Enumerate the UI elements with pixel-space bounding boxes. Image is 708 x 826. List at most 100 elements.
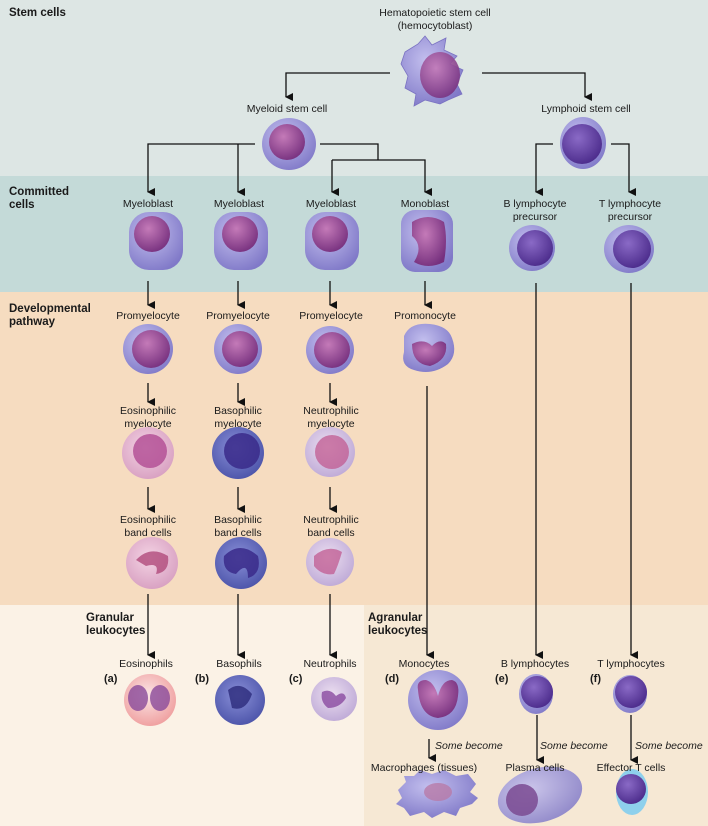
section-label-agranular-line2: leukocytes bbox=[368, 625, 428, 637]
connector-myeloid-right bbox=[320, 143, 379, 160]
label-baso-myelocyte-line1: Basophilic bbox=[214, 405, 262, 417]
neutrophil-cell bbox=[311, 677, 357, 721]
basophilic-band-cell bbox=[215, 537, 267, 589]
myeloblast-cell-3 bbox=[305, 212, 359, 270]
label-t-precursor-line1: T lymphocyte bbox=[598, 198, 662, 210]
myeloid-stem-cell bbox=[262, 118, 316, 170]
effector-t-cell bbox=[616, 769, 648, 815]
label-baso-band-line2: band cells bbox=[214, 526, 262, 539]
b-lymphocyte-cell bbox=[519, 674, 553, 714]
label-myeloid-stem-cell: Myeloid stem cell bbox=[246, 103, 328, 115]
section-label-developmental-line1: Developmental bbox=[9, 303, 91, 315]
label-promyelocyte-3: Promyelocyte bbox=[299, 310, 363, 322]
label-some-become-b: Some become bbox=[540, 740, 608, 752]
label-neut-myelocyte-line2: myelocyte bbox=[307, 417, 355, 430]
promonocyte-cell bbox=[403, 323, 455, 372]
promyelocyte-cell-2 bbox=[214, 324, 262, 374]
neutrophilic-band-cell bbox=[306, 538, 354, 586]
granular-leukocytes-band bbox=[0, 605, 364, 826]
eosinophilic-band-cell bbox=[126, 537, 178, 589]
label-neut-band-line1: Neutrophilic bbox=[303, 514, 359, 526]
label-eos-band-line1: Eosinophilic bbox=[119, 514, 177, 526]
section-label-developmental-line2: pathway bbox=[9, 316, 56, 328]
label-effector-t-cells: Effector T cells bbox=[596, 762, 666, 774]
eosinophil-cell bbox=[124, 674, 176, 726]
letter-d: (d) bbox=[385, 673, 400, 685]
label-t-lymphocytes: T lymphocytes bbox=[597, 658, 665, 670]
eosinophilic-myelocyte-cell bbox=[122, 427, 174, 479]
label-promyelocyte-1: Promyelocyte bbox=[116, 310, 180, 322]
connector-myeloid-monoblast bbox=[332, 159, 432, 196]
label-neut-band-line2: band cells bbox=[307, 526, 355, 539]
connector-myeloid-myeloblast-1 bbox=[147, 143, 255, 196]
connector-lymphoid-t bbox=[611, 143, 636, 196]
t-lymphocyte-precursor-cell bbox=[604, 225, 654, 273]
label-t-precursor-line2: precursor bbox=[607, 210, 653, 223]
connector-hsc-myeloid bbox=[285, 72, 390, 101]
monoblast-cell bbox=[401, 210, 453, 272]
label-macrophages: Macrophages (tissues) bbox=[370, 762, 478, 774]
label-some-become-monocyte: Some become bbox=[435, 740, 503, 752]
label-baso-band-line1: Basophilic bbox=[214, 514, 262, 526]
monocyte-cell bbox=[408, 670, 468, 730]
hsc-cell bbox=[400, 35, 464, 107]
promyelocyte-cell-3 bbox=[306, 326, 354, 374]
label-baso-myelocyte-line2: myelocyte bbox=[214, 417, 262, 430]
label-basophils: Basophils bbox=[216, 658, 262, 670]
label-lymphoid-stem-cell: Lymphoid stem cell bbox=[541, 103, 631, 115]
basophilic-myelocyte-cell bbox=[212, 427, 264, 479]
label-monocytes: Monocytes bbox=[398, 658, 450, 670]
section-label-agranular-line1: Agranular bbox=[368, 612, 423, 624]
letter-f: (f) bbox=[590, 673, 601, 685]
t-lymphocyte-cell bbox=[613, 675, 647, 713]
label-myeloblast-3: Myeloblast bbox=[305, 198, 357, 210]
label-promyelocyte-2: Promyelocyte bbox=[206, 310, 270, 322]
label-myeloblast-2: Myeloblast bbox=[213, 198, 265, 210]
label-neut-myelocyte-line1: Neutrophilic bbox=[303, 405, 359, 417]
connector-lines bbox=[147, 72, 638, 764]
myeloblast-cell-1 bbox=[129, 212, 183, 270]
letter-e: (e) bbox=[495, 673, 509, 685]
letter-a: (a) bbox=[104, 673, 118, 685]
label-hsc-line2: (hemocytoblast) bbox=[397, 19, 473, 32]
lymphoid-stem-cell bbox=[560, 117, 606, 169]
label-hsc-line1: Hematopoietic stem cell bbox=[379, 7, 491, 19]
macrophage-cell bbox=[396, 770, 478, 818]
neutrophilic-myelocyte-cell bbox=[305, 427, 355, 477]
label-neutrophilic-myelocyte: Neutrophilic myelocyte bbox=[303, 405, 358, 430]
label-some-become-t: Some become bbox=[635, 740, 703, 752]
connector-lymphoid-b bbox=[535, 143, 553, 196]
plasma-cell bbox=[497, 766, 583, 824]
label-eosinophilic-band-cells: Eosinophilic band cells bbox=[120, 514, 176, 539]
label-eosinophils: Eosinophils bbox=[119, 658, 173, 670]
section-label-granular-line2: leukocytes bbox=[86, 625, 146, 637]
label-b-precursor-line2: precursor bbox=[512, 210, 558, 223]
section-label-committed-line1: Committed bbox=[9, 186, 70, 198]
section-label-stem-cells: Stem cells bbox=[9, 7, 66, 19]
label-plasma-cells: Plasma cells bbox=[505, 762, 565, 774]
b-lymphocyte-precursor-cell bbox=[509, 225, 555, 271]
label-eos-myelocyte-line1: Eosinophilic bbox=[119, 405, 177, 417]
connector-hsc-lymphoid bbox=[482, 72, 592, 101]
label-neutrophilic-band-cells: Neutrophilic band cells bbox=[303, 514, 358, 539]
label-neutrophils: Neutrophils bbox=[303, 658, 357, 670]
section-label-committed-line2: cells bbox=[9, 199, 35, 211]
promyelocyte-cell-1 bbox=[123, 324, 173, 374]
label-monoblast: Monoblast bbox=[400, 198, 450, 210]
label-basophilic-myelocyte: Basophilic myelocyte bbox=[214, 405, 262, 430]
label-b-lymphocyte-precursor: B lymphocyte precursor bbox=[503, 198, 566, 223]
label-b-precursor-line1: B lymphocyte bbox=[503, 198, 567, 210]
label-basophilic-band-cells: Basophilic band cells bbox=[214, 514, 262, 539]
label-eosinophilic-myelocyte: Eosinophilic myelocyte bbox=[120, 405, 176, 430]
label-hsc: Hematopoietic stem cell (hemocytoblast) bbox=[379, 7, 490, 32]
label-t-lymphocyte-precursor: T lymphocyte precursor bbox=[599, 198, 661, 223]
basophil-cell bbox=[215, 675, 265, 725]
label-eos-myelocyte-line2: myelocyte bbox=[124, 417, 172, 430]
section-label-granular-line1: Granular bbox=[86, 612, 134, 624]
letter-c: (c) bbox=[289, 673, 303, 685]
label-b-lymphocytes: B lymphocytes bbox=[500, 658, 570, 670]
label-promonocyte: Promonocyte bbox=[394, 310, 456, 322]
label-eos-band-line2: band cells bbox=[124, 526, 172, 539]
myeloblast-cell-2 bbox=[214, 212, 268, 270]
